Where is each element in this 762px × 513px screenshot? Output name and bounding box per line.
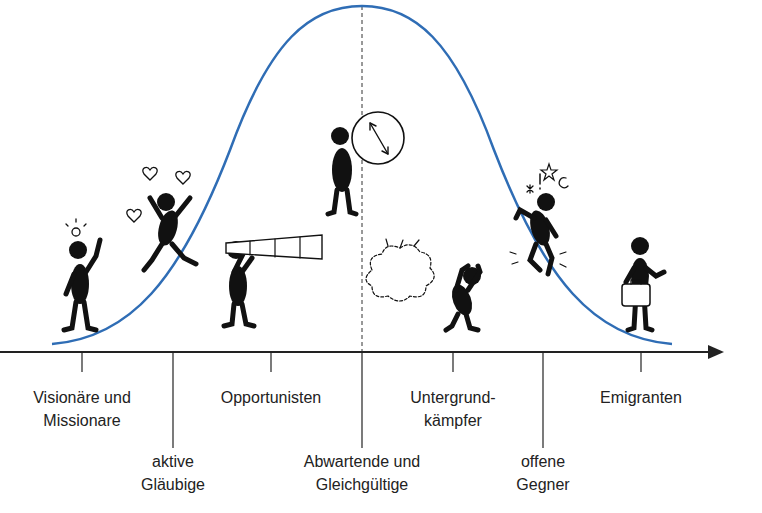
axis-arrowhead: [708, 345, 724, 359]
curve-label: Visionäre und Missionare: [22, 386, 142, 432]
curve-label: Emigranten: [581, 386, 701, 409]
visionary-figure: [64, 219, 100, 330]
curve-label: Abwartende und Gleichgültige: [287, 450, 437, 496]
center-line: [362, 6, 363, 352]
curve-label: aktive Gläubige: [133, 450, 213, 496]
bell-curve: [52, 6, 672, 344]
opportunist-figure: [224, 235, 322, 326]
waiting-figure: [328, 112, 404, 214]
underground-figure: [366, 239, 481, 330]
axis: [0, 352, 712, 448]
curve-label: Opportunisten: [196, 386, 346, 409]
believer-figure: [127, 167, 196, 270]
curve-label: offene Gegner: [507, 450, 579, 496]
opponent-figure: [510, 164, 568, 274]
curve-label: Untergrund- kämpfer: [403, 386, 503, 432]
emigrant-figure: [622, 237, 664, 330]
